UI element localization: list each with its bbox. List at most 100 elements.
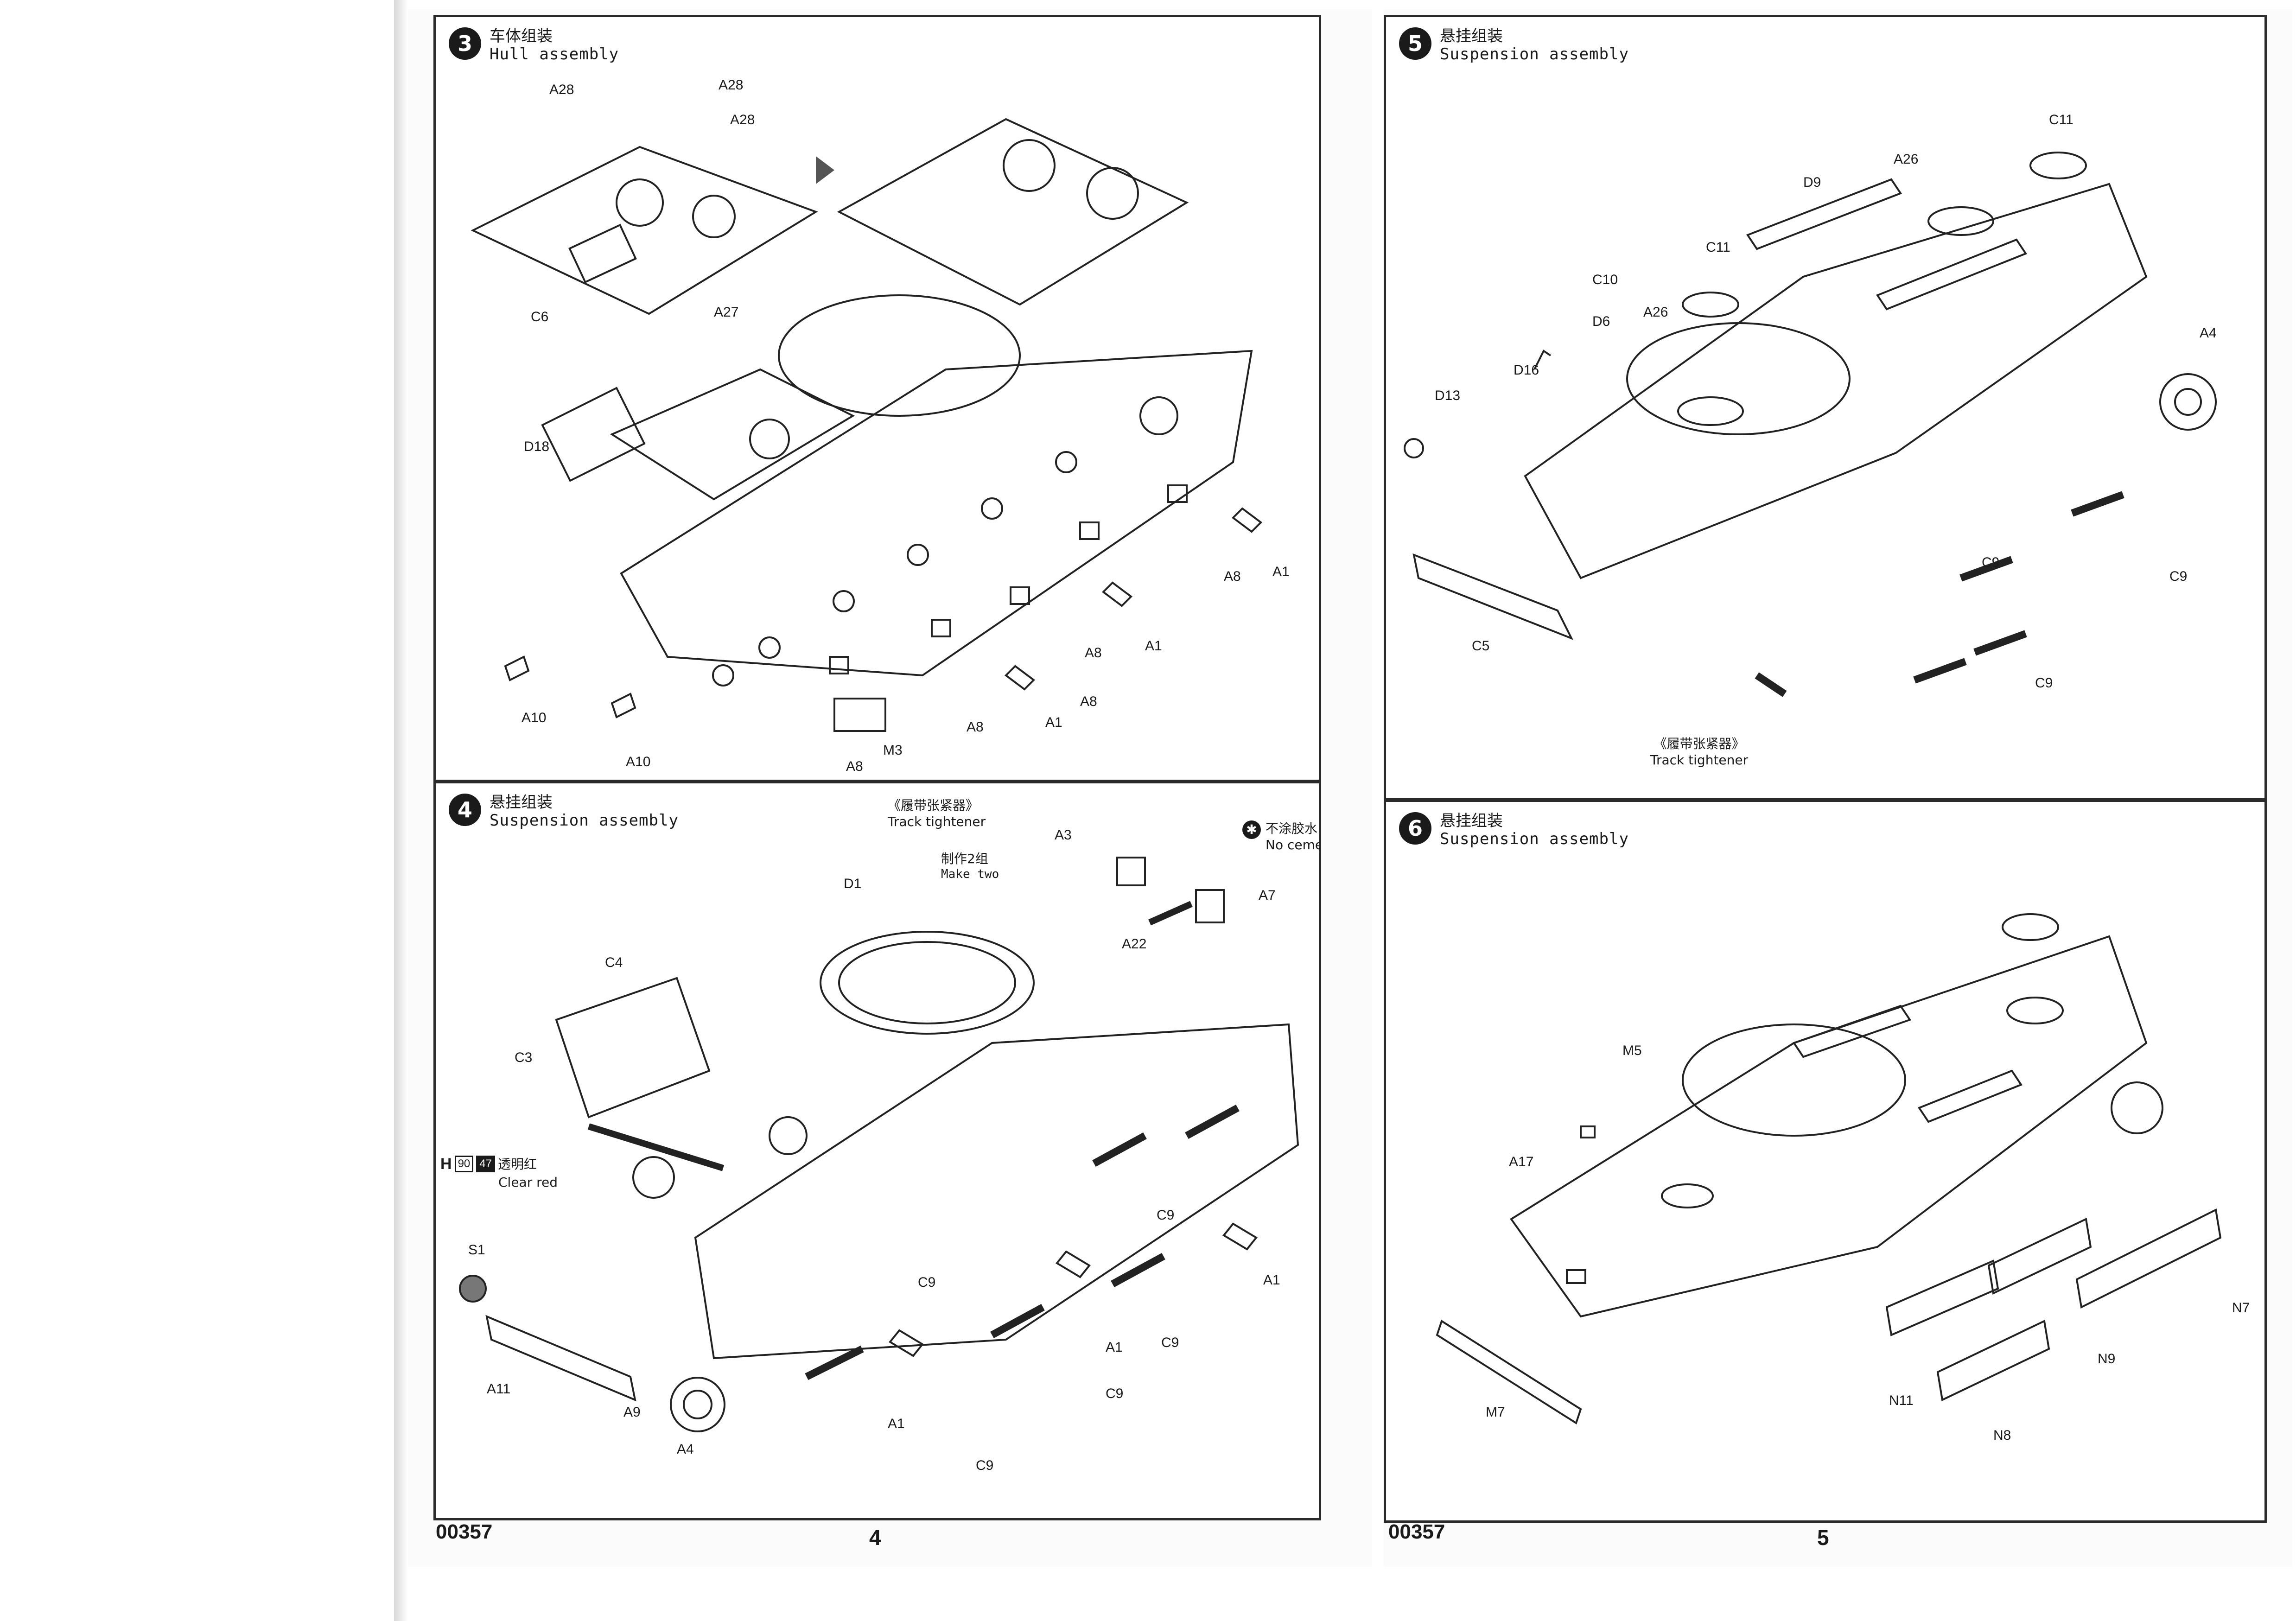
- part-label: A1: [1145, 638, 1162, 654]
- turret-ring: [1682, 1023, 1906, 1137]
- a4-sprocket: [2159, 373, 2217, 431]
- m7-plate: [1436, 1319, 1582, 1425]
- part-label: A1: [1263, 1272, 1280, 1288]
- part-label: A9: [623, 1405, 641, 1420]
- part-label: C9: [1161, 1335, 1179, 1350]
- scan-edge-shadow: [394, 0, 408, 1621]
- a17-part: [1566, 1269, 1586, 1284]
- no-cement-note: ✱ 不涂胶水 No cement: [1242, 820, 1319, 853]
- step-3-panel: 3 车体组装 Hull assembly: [433, 15, 1321, 782]
- part-label: C9: [1106, 1386, 1124, 1401]
- a10-part: [504, 655, 530, 681]
- a4-sprocket: [670, 1377, 725, 1432]
- upper-deck-plate-installed: [837, 118, 1189, 306]
- part-label: A10: [522, 710, 547, 725]
- part-label: D9: [1803, 175, 1821, 190]
- step-title-en: Suspension assembly: [1440, 830, 1629, 849]
- m5-part: [1580, 1125, 1596, 1138]
- d18-plate: [541, 387, 646, 482]
- arrow-icon: [816, 156, 834, 184]
- part-label: A8: [1085, 645, 1102, 661]
- part-label: C5: [1472, 638, 1490, 654]
- part-label: N11: [1889, 1393, 1914, 1408]
- part-label: C10: [1592, 272, 1618, 287]
- n-side-plates: [1885, 1208, 2222, 1401]
- paint-code: 90: [454, 1156, 474, 1173]
- track-tightener-parts: [1116, 857, 1225, 926]
- part-label: D6: [1592, 314, 1610, 329]
- c5-plate: [1412, 553, 1574, 640]
- part-label: C9: [2169, 569, 2188, 584]
- part-label: C11: [2049, 112, 2073, 127]
- step-4-header: 4 悬挂组装 Suspension assembly: [449, 793, 679, 830]
- hull-body: [1524, 183, 2148, 579]
- part-label: A26: [1894, 152, 1919, 167]
- part-label: A27: [714, 305, 739, 320]
- paint-code: 47: [476, 1156, 495, 1173]
- front-hull: [610, 368, 855, 501]
- step-3-header: 3 车体组装 Hull assembly: [449, 27, 619, 64]
- a11-plate: [485, 1315, 636, 1402]
- paint-name-zh: 透明红: [497, 1157, 537, 1171]
- engine-grilles: [1792, 1004, 2023, 1123]
- page-number: 5: [1817, 1526, 1829, 1550]
- instruction-page-left: 3 车体组装 Hull assembly: [408, 9, 1372, 1567]
- hull-body: [1510, 935, 2148, 1318]
- d9-grilles: [1746, 178, 2028, 311]
- part-label: A4: [677, 1442, 694, 1457]
- c11-hatch: [1682, 292, 1739, 318]
- track-tightener-note: 《履带张紧器》 Track tightener: [888, 798, 986, 829]
- hull-body: [620, 350, 1253, 677]
- track-tightener-part: [1755, 672, 1787, 697]
- part-label: A4: [2200, 325, 2217, 341]
- part-label: S1: [468, 1242, 485, 1258]
- part-label: A28: [730, 112, 755, 127]
- part-label: C11: [1706, 240, 1730, 255]
- c11-hatch: [1927, 206, 1994, 236]
- step-title-en: Suspension assembly: [490, 811, 679, 830]
- part-label: D16: [1514, 362, 1539, 378]
- suspension-assembly-diagram: [1404, 152, 2217, 697]
- turret-ring: [1626, 322, 1851, 435]
- step-5-panel: 5 悬挂组装 Suspension assembly: [1384, 15, 2267, 801]
- part-label: A28: [719, 77, 744, 93]
- part-label: A22: [1122, 936, 1147, 952]
- product-code: 00357: [436, 1520, 493, 1543]
- part-label: A8: [1080, 694, 1097, 709]
- track-tightener-note: 《履带张紧器》 Track tightener: [1650, 736, 1749, 768]
- part-label: A26: [1643, 305, 1668, 320]
- step-title-zh: 悬挂组装: [1440, 27, 1503, 45]
- hull-assembly-diagram: [471, 118, 1263, 732]
- part-label: C9: [1157, 1208, 1175, 1223]
- part-label: A8: [967, 719, 984, 735]
- part-label: C9: [1982, 555, 2000, 570]
- a1-axle-parts: [1004, 507, 1263, 691]
- c3-rod: [587, 1123, 725, 1171]
- part-label: C6: [531, 309, 549, 324]
- a8-brackets: [829, 484, 1188, 674]
- step-4-panel: 4 悬挂组装 Suspension assembly: [433, 781, 1321, 1520]
- c10-ring: [1677, 396, 1744, 426]
- c9-swing-arms: [1913, 491, 2124, 684]
- part-label: A11: [487, 1381, 511, 1397]
- part-label: D1: [844, 876, 862, 891]
- part-label: N9: [2098, 1351, 2116, 1367]
- step-6-header: 6 悬挂组装 Suspension assembly: [1399, 812, 1629, 848]
- part-label: D13: [1435, 388, 1461, 403]
- hull-body: [694, 1023, 1299, 1360]
- part-label: C9: [918, 1275, 936, 1290]
- part-label: A17: [1509, 1154, 1534, 1170]
- paint-brand-letter: H: [440, 1155, 452, 1173]
- upper-deck-plate: [471, 146, 818, 315]
- part-label: A10: [626, 754, 651, 769]
- part-label: C3: [515, 1050, 533, 1065]
- part-label: N7: [2232, 1300, 2250, 1316]
- step-title-en: Suspension assembly: [1440, 45, 1629, 64]
- part-label: A1: [1106, 1340, 1123, 1355]
- step-title-zh: 悬挂组装: [490, 793, 553, 812]
- part-label: M7: [1486, 1405, 1505, 1420]
- make-two-note: 制作2组 Make two: [941, 851, 999, 881]
- step-number-icon: 4: [449, 794, 481, 826]
- part-label: N8: [1993, 1428, 2011, 1443]
- part-label: A1: [1045, 715, 1062, 730]
